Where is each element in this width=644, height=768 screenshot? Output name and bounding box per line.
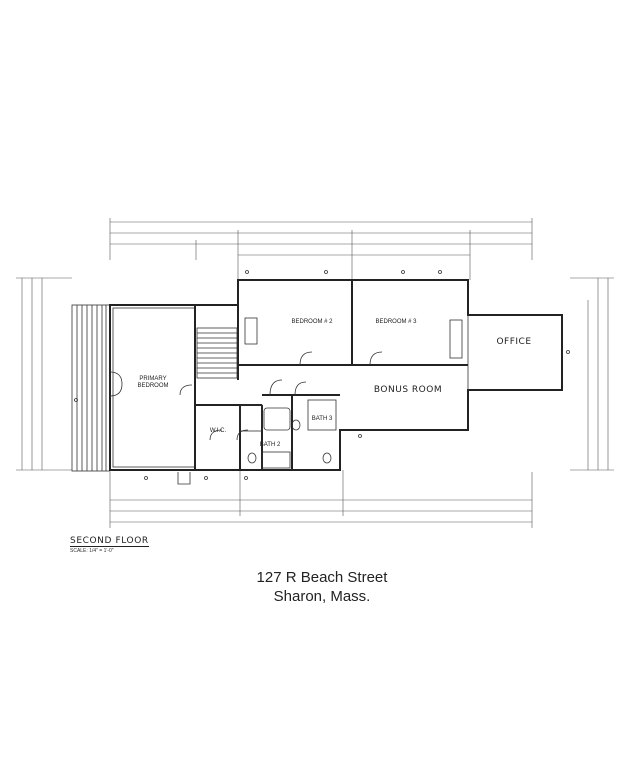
address-caption: 127 R Beach Street Sharon, Mass.: [0, 568, 644, 606]
room-label-office: OFFICE: [496, 337, 531, 347]
room-label-bedroom3: BEDROOM # 3: [375, 319, 417, 325]
room-label-primary-2: BEDROOM: [137, 383, 168, 389]
room-label-primary-1: PRIMARY: [139, 376, 166, 382]
doors: [109, 351, 383, 485]
floor-title: SECOND FLOOR: [70, 536, 149, 547]
room-label-wic: W.I.C.: [210, 428, 227, 434]
room-label-bath3: BATH 3: [312, 416, 333, 422]
room-label-bath2: BATH 2: [260, 442, 281, 448]
address-line-2: Sharon, Mass.: [273, 588, 371, 605]
room-label-bonus: BONUS ROOM: [374, 385, 442, 395]
dimension-lines-top: [109, 218, 533, 280]
bathroom-fixtures: [247, 399, 337, 469]
address-line-1: 127 R Beach Street: [256, 569, 388, 586]
dimension-lines-bottom: [109, 470, 533, 528]
interior-walls: [194, 280, 469, 470]
room-labels: PRIMARY BEDROOM BEDROOM # 2 BEDROOM # 3 …: [137, 319, 531, 448]
exterior-walls: [109, 279, 563, 471]
room-label-bedroom2: BEDROOM # 2: [291, 319, 333, 325]
deck: [71, 304, 111, 472]
fixture-symbols: [74, 270, 570, 480]
closets: [239, 317, 463, 432]
scale-note: SCALE: 1/4" = 1'-0": [70, 548, 114, 554]
stairs: [196, 327, 238, 379]
dimension-lines-sides: [16, 277, 614, 471]
